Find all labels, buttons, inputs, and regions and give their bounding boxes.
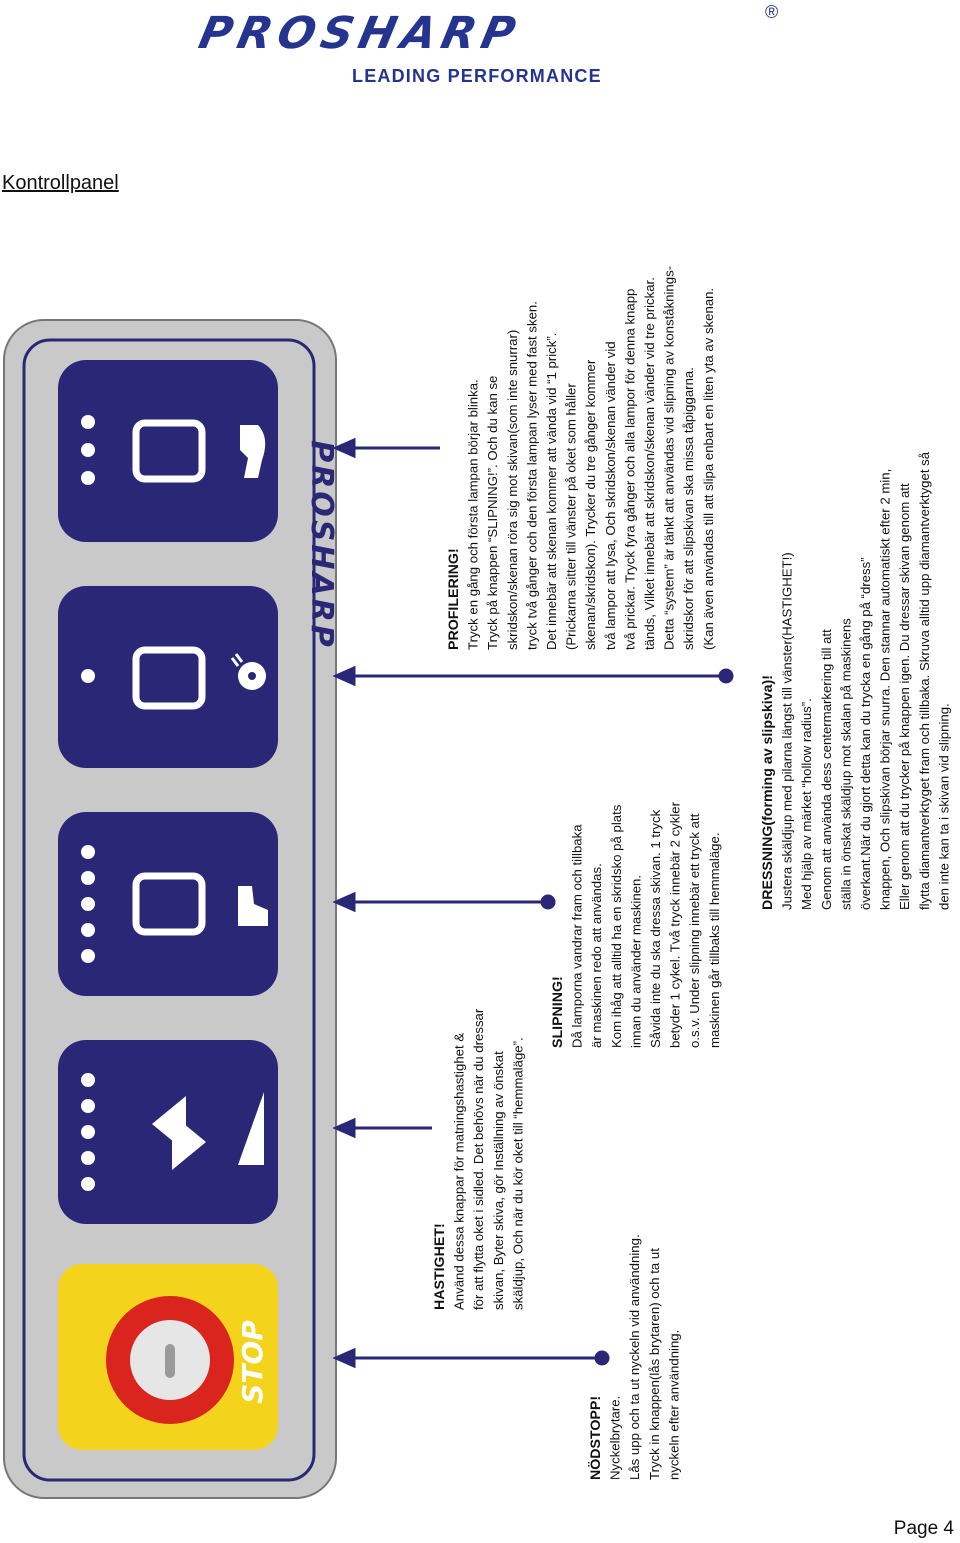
note-line: skäldjup, Och när du kör oket till “hemm…	[510, 1037, 525, 1310]
note-line: Justera skäldjup med pilarna längst till…	[780, 552, 795, 910]
note-line: för att flytta oket i sidled. Det behövs…	[471, 1008, 486, 1310]
note-line: (Prickarna sitter till vänster på oket s…	[564, 383, 579, 650]
brand-tagline: LEADING PERFORMANCE	[352, 66, 602, 86]
note-line: Använd dessa knappar för matningshastigh…	[452, 1033, 467, 1310]
skate-blade-icon	[240, 425, 266, 478]
note-line: Lås upp och ta ut nyckeln vid användning…	[627, 1234, 642, 1480]
note-line: (Kan även användas till att slipa enbart…	[701, 288, 716, 650]
indicator-lamp	[81, 1073, 95, 1087]
note-title: SLIPNING!	[550, 976, 566, 1048]
note-line: tryck två gånger och den första lampan l…	[524, 301, 539, 650]
button-square-icon	[132, 646, 206, 710]
slipning-button[interactable]	[58, 812, 278, 996]
stop-label: STOP	[236, 1320, 269, 1404]
note-line: två lampor att lysa, Och skridskon/skena…	[603, 341, 618, 650]
note-line: Tryck en gång och första lampan börjar b…	[466, 379, 481, 650]
note-line: Tryck in knappen(lås brytaren) och ta ut	[647, 1248, 662, 1480]
note-line: o.s.v. Under slipning innebär ett tryck …	[687, 813, 702, 1048]
panel-inner-border	[22, 338, 316, 1482]
indicator-lamp	[81, 415, 95, 429]
note-line: skridskon/skenan röra sig mot skivan(som…	[505, 330, 520, 650]
note-slipning: SLIPNING! Då lamporna vandrar fram och ti…	[550, 801, 722, 1048]
brand-logo: PROSHARP	[194, 8, 526, 59]
indicator-lamp	[81, 1125, 95, 1139]
note-line: skridskor för att slipskivan ska missa t…	[681, 367, 696, 650]
note-line: skenan/skridskon). Trycker du tre gånger…	[583, 359, 598, 650]
note-title: NÖDSTOPP!	[587, 1396, 604, 1480]
indicator-lamp	[81, 1151, 95, 1165]
stop-button[interactable]: STOP	[58, 1264, 278, 1450]
note-line: Då lamporna vandrar fram och tillbaka	[570, 824, 585, 1048]
note-line: nyckeln efter användning.	[666, 1330, 681, 1480]
note-title: DRESSNING(forming av slipskiva)!	[760, 675, 776, 910]
note-line: skivan, Byter skiva, gör Inställning av …	[491, 1051, 506, 1310]
profilering-button[interactable]	[58, 360, 278, 542]
note-line: Nyckelbrytare.	[608, 1396, 623, 1480]
note-line: maskinen går tillbaks till hemmaläge.	[707, 833, 722, 1049]
button-square-icon	[132, 872, 206, 936]
indicator-lamp	[81, 669, 95, 683]
page-number: Page 4	[893, 1518, 954, 1539]
indicator-lamp	[81, 471, 95, 485]
note-nodstopp: NÖDSTOPP! Nyckelbrytare. Lås upp och ta ut…	[587, 1234, 681, 1480]
indicator-lamp	[81, 443, 95, 457]
note-line: är maskinen redo att användas.	[589, 863, 604, 1048]
note-line: betyder 1 cykel. Två tryck innebär 2 cyk…	[668, 801, 683, 1048]
note-line: ställa in önskat skäldjup mot skalan på …	[838, 618, 853, 910]
control-panel-diagram: PROSHARP	[3, 266, 951, 1499]
panel-brand: PROSHARP	[304, 440, 339, 650]
note-line: Med hjälp av märket “hollow radius”.	[799, 698, 814, 910]
indicator-lamp	[81, 1177, 95, 1191]
skate-boot-icon	[238, 886, 268, 926]
header-logo: PROSHARP ® LEADING PERFORMANCE	[0, 0, 960, 100]
note-title: HASTIGHET!	[432, 1223, 448, 1310]
indicator-lamp	[81, 949, 95, 963]
speed-ramp-icon	[238, 1092, 264, 1165]
note-line: den inte kan ta i skivan vid slipning.	[936, 703, 951, 910]
note-line: Eller genom att du trycker på knappen ig…	[897, 483, 912, 910]
note-line: Genom att använda dess centermarkering t…	[819, 629, 834, 910]
indicator-lamp	[81, 845, 95, 859]
indicator-lamp	[81, 1099, 95, 1113]
note-line: Detta “system” är tänkt att användas vid…	[662, 266, 677, 650]
note-title: PROFILERING!	[446, 548, 462, 650]
note-line: flytta diamantverktyget fram och tillbak…	[917, 451, 932, 910]
indicator-lamp	[81, 897, 95, 911]
callout-arrows	[332, 437, 734, 1369]
dressning-button[interactable]	[58, 586, 278, 768]
note-line: innan du använder maskinen.	[628, 875, 643, 1048]
section-title: Kontrollpanel	[2, 172, 119, 194]
indicator-lamp	[81, 923, 95, 937]
note-line: överkant.När du gjort detta kan du tryck…	[858, 557, 873, 910]
note-line: två prickar. Tryck fyra gånger och alla …	[622, 289, 637, 650]
note-line: Såvida inte du ska dressa skivan. 1 tryc…	[648, 809, 663, 1048]
note-line: tänds, Vilket innebär att skridskon/sken…	[642, 277, 657, 650]
indicator-lamp	[81, 871, 95, 885]
note-dressning: DRESSNING(forming av slipskiva)! Justera …	[760, 451, 951, 910]
note-line: Kom ihåg att alltid ha en skridsko på pl…	[609, 804, 624, 1048]
registered-mark: ®	[765, 2, 779, 22]
note-profilering: PROFILERING! Tryck en gång och första lam…	[446, 266, 716, 650]
arrow-down-icon	[172, 1114, 206, 1170]
note-line: Tryck på knappen “SLIPNING!”. Och du kan…	[485, 376, 500, 650]
button-square-icon	[132, 419, 206, 483]
note-hastighet: HASTIGHET! Använd dessa knappar för matni…	[432, 1008, 525, 1310]
note-line: Det innebär att skenan kommer att vända …	[544, 333, 559, 650]
hastighet-button[interactable]	[58, 1040, 278, 1224]
note-line: knappen, Och slipskivan börjar snurra. D…	[878, 469, 893, 910]
